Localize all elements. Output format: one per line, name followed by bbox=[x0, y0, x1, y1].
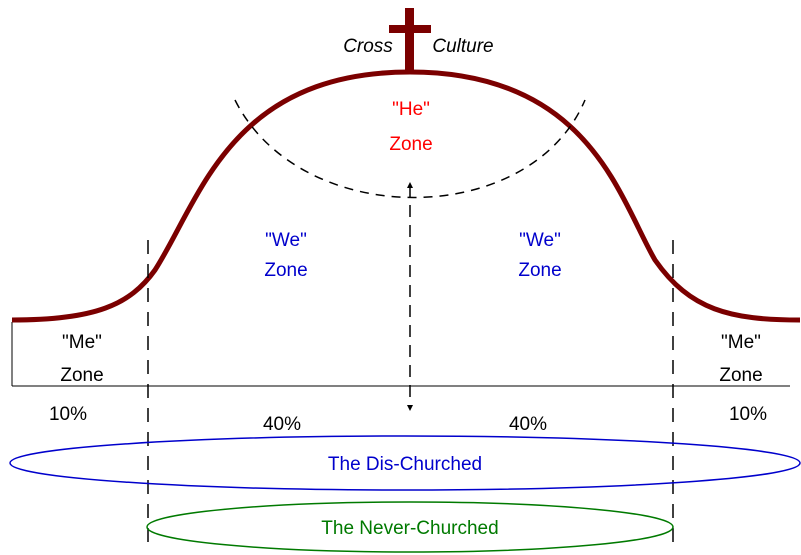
we-zone-left-line2: Zone bbox=[264, 260, 307, 281]
pct-left-we: 40% bbox=[263, 414, 301, 435]
cross-label: Cross bbox=[343, 36, 393, 57]
he-zone-line2: Zone bbox=[389, 134, 432, 155]
never-churched-ellipse bbox=[146, 501, 674, 553]
cross-icon bbox=[389, 8, 431, 74]
me-zone-left-line2: Zone bbox=[60, 365, 103, 386]
never-churched-label: The Never-Churched bbox=[321, 518, 498, 539]
he-zone-arc bbox=[234, 99, 586, 199]
we-zone-right-line2: Zone bbox=[518, 260, 561, 281]
we-zone-left-line1: "We" bbox=[265, 230, 307, 251]
me-zone-right-line1: "Me" bbox=[721, 332, 761, 353]
dis-churched-label: The Dis-Churched bbox=[328, 454, 482, 475]
pct-left-me: 10% bbox=[49, 404, 87, 425]
he-zone-line1: "He" bbox=[392, 99, 430, 120]
pct-right-me: 10% bbox=[729, 404, 767, 425]
me-zone-left-line1: "Me" bbox=[62, 332, 102, 353]
we-zone-right-line1: "We" bbox=[519, 230, 561, 251]
me-zone-right-line2: Zone bbox=[719, 365, 762, 386]
dis-churched-ellipse bbox=[9, 435, 801, 491]
culture-label: Culture bbox=[432, 36, 493, 57]
pct-right-we: 40% bbox=[509, 414, 547, 435]
